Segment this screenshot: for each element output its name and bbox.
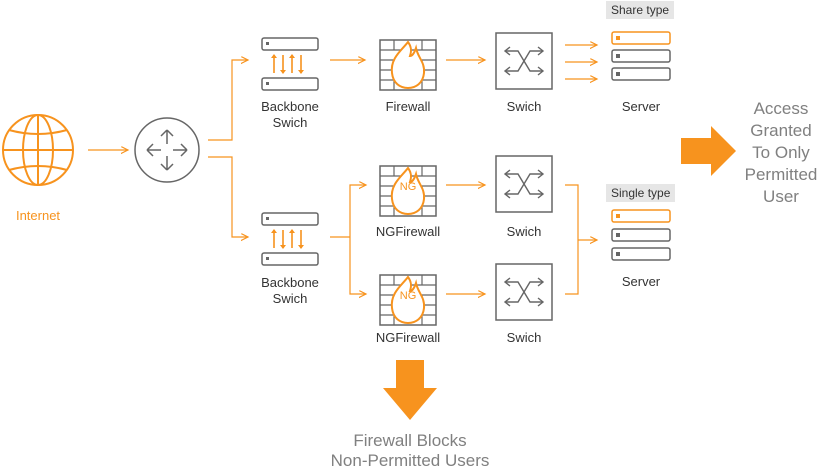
ngfirewall-label: NGFirewall [375, 330, 441, 345]
server-stack-icon [611, 209, 671, 261]
callout-line: Non-Permitted Users [330, 451, 490, 470]
callout-line: Access [753, 99, 809, 118]
down-arrow-icon [383, 360, 437, 420]
callout-line: Granted [750, 121, 812, 140]
backbone-label-top: Backbone Swich [250, 99, 330, 131]
callout-line: Permitted [744, 165, 818, 184]
ngfirewall-label: NGFirewall [375, 224, 441, 239]
right-arrow-icon [681, 126, 736, 176]
switch-label: Swich [506, 224, 542, 239]
firewall-label: Firewall [385, 99, 431, 114]
ng-badge: NG [400, 181, 417, 193]
switch-label: Swich [506, 99, 542, 114]
backbone-label-line: Swich [272, 115, 308, 130]
backbone-switch-icon [261, 37, 319, 91]
share-type-tag: Share type [606, 1, 675, 19]
backbone-label-line: Backbone [261, 275, 319, 290]
switch-icon [495, 155, 553, 213]
switch-label: Swich [506, 330, 542, 345]
callout-line: User [763, 187, 799, 206]
backbone-label-line: Swich [272, 291, 308, 306]
backbone-label-line: Backbone [261, 99, 319, 114]
callout-line: To Only [752, 143, 810, 162]
ng-badge: NG [400, 290, 417, 302]
router-icon [134, 117, 200, 183]
callout-line: Firewall Blocks [353, 431, 467, 450]
switch-icon [495, 32, 553, 90]
single-type-tag: Single type [606, 184, 676, 202]
server-label: Server [621, 274, 661, 289]
server-stack-icon [611, 31, 671, 81]
connectors [88, 45, 597, 294]
internet-label: Internet [15, 208, 61, 223]
firewall-icon [379, 39, 437, 91]
backbone-switch-icon [261, 212, 319, 266]
backbone-label-bottom: Backbone Swich [250, 275, 330, 307]
globe-icon [2, 114, 74, 186]
server-label: Server [621, 99, 661, 114]
blocks-callout: Firewall Blocks Non-Permitted Users [290, 431, 530, 471]
access-callout: Access Granted To Only Permitted User [736, 98, 826, 208]
switch-icon [495, 263, 553, 321]
